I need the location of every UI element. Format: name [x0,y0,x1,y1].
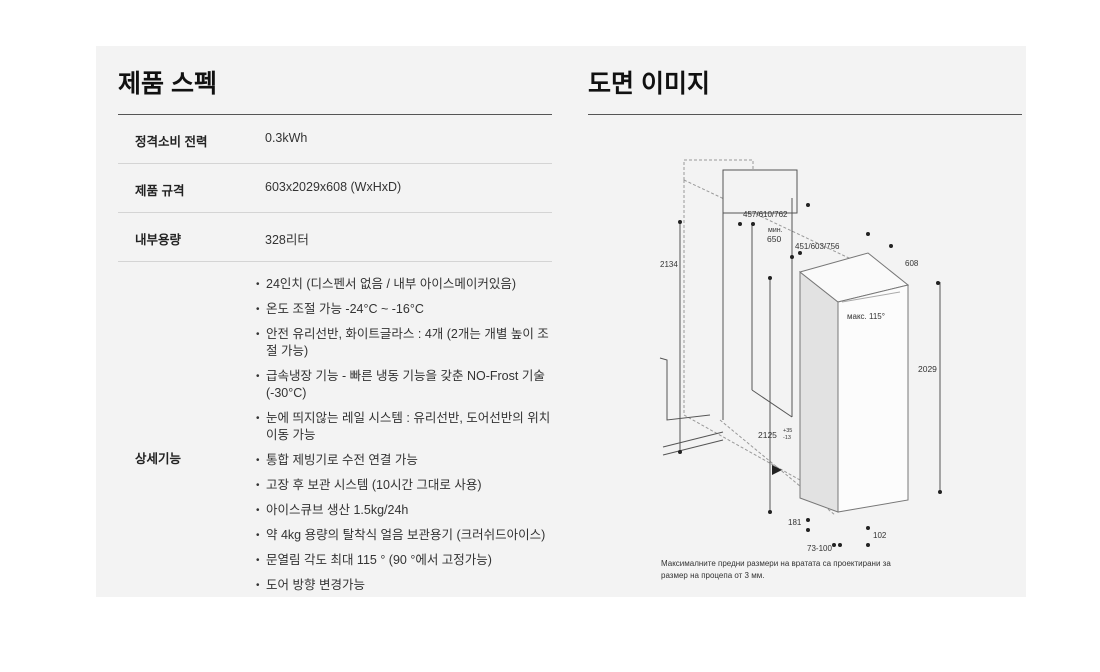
list-item: 고장 후 보관 시스템 (10시간 그대로 사용) [256,477,556,494]
dim-niche-height2: 2125 [758,430,777,440]
niche-lines [659,169,941,512]
refrigerator [798,252,910,513]
installation-diagram: 457/610/762 мин. 650 451/603/756 608 213… [659,159,942,580]
spec-label: 내부용량 [135,233,182,247]
details-list: 24인치 (디스펜서 없음 / 내부 아이스메이커있음) 온도 조절 가능 -2… [256,276,556,597]
dim-tolerance-plus: +35 [783,428,792,434]
list-item: 아이스큐브 생산 1.5kg/24h [256,502,556,519]
spec-value: 0.3kWh [265,131,308,145]
list-item: 급속냉장 기능 - 빠른 냉동 기능을 갖춘 NO-Frost 기술 (-30°… [256,368,556,402]
list-item: 약 4kg 용량의 탈착식 얼음 보관용기 (크러쉬드아이스) [256,527,556,544]
spec-label: 정격소비 전력 [135,135,208,149]
list-item: 24인치 (디스펜서 없음 / 내부 아이스메이커있음) [256,276,556,293]
dim-tolerance-minus: -13 [783,435,791,441]
dim-plinth: 181 [788,518,802,527]
niche-dashed-outline [683,159,871,516]
dim-foot: 102 [873,531,887,540]
dimension-dots [678,203,942,547]
arrow-icon [772,465,782,475]
spec-title-divider [118,114,552,115]
dim-depth: 608 [905,259,919,268]
dim-niche-width: 457/610/762 [743,210,788,219]
dim-min-label: мин. [768,227,783,234]
spec-row-power: 정격소비 전력 0.3kWh [118,115,552,164]
list-item: 안전 유리선반, 화이트글라스 : 4개 (2개는 개별 높이 조절 가능) [256,326,556,360]
spec-title: 제품 스펙 [118,70,217,98]
dim-niche-height: 2134 [660,260,678,269]
details-label: 상세기능 [135,452,182,466]
spec-value: 603x2029x608 (WxHxD) [265,180,402,194]
spec-label: 제품 규격 [135,184,185,198]
list-item: 도어 방향 변경가능 [256,577,556,594]
spec-value: 328리터 [265,233,309,247]
drawing-title-divider [588,114,1022,115]
dim-unit-width: 451/603/756 [795,242,840,251]
diagram-caption-line2: размер на процепа от 3 мм. [661,571,764,580]
dim-door-angle: макс. 115° [847,312,885,321]
dim-offset: 73-100 [807,544,832,553]
drawing-title: 도면 이미지 [588,70,710,98]
diagram-caption-line1: Максималните предни размери на вратата с… [661,559,891,568]
list-item: 눈에 띄지않는 레일 시스템 : 유리선반, 도어선반의 위치 이동 가능 [256,410,556,444]
spec-row-size: 제품 규격 603x2029x608 (WxHxD) [118,164,552,213]
list-item: 문열림 각도 최대 115 ° (90 °에서 고정가능) [256,552,556,569]
list-item: 온도 조절 가능 -24°C ~ -16°C [256,301,556,318]
content-panel: 제품 스펙 정격소비 전력 0.3kWh 제품 규격 603x2029x608 … [96,46,1026,597]
spec-row-capacity: 내부용량 328리터 [118,213,552,262]
dim-min-value: 650 [767,234,781,244]
dim-height: 2029 [918,364,937,374]
list-item: 통합 제빙기로 수전 연결 가능 [256,452,556,469]
